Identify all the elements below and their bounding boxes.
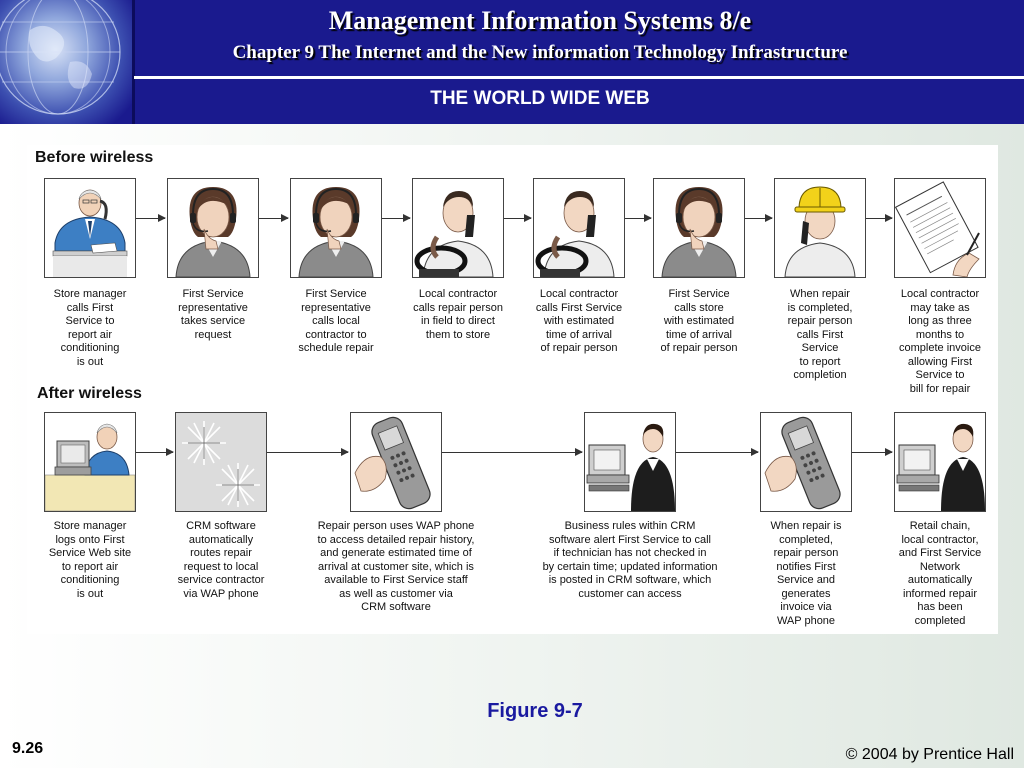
after-step-3-caption: Repair person uses WAP phone to access d… (317, 520, 475, 613)
before-flow-arrow-7 (866, 214, 893, 222)
before-step-2-caption: First Service representative takes servi… (178, 288, 248, 341)
after-step-2-box (175, 412, 267, 512)
before-step-5-caption: Local contractor calls First Service wit… (535, 288, 623, 354)
after-step-1-box (44, 412, 136, 512)
before-step-8-caption: Local contractor may take as long as thr… (899, 288, 981, 395)
after-wireless-heading: After wireless (37, 385, 142, 402)
invoice-document-icon (895, 179, 985, 277)
service-representative-headset-icon (168, 179, 258, 277)
wireless-signal-icon (176, 413, 266, 511)
before-step-7-box (774, 178, 866, 278)
before-step-3-box (290, 178, 382, 278)
header-divider (132, 0, 135, 124)
after-step-5-caption: When repair is completed, repair person … (770, 520, 842, 627)
before-step-5-box (533, 178, 625, 278)
after-step-5-box (760, 412, 852, 512)
computer-user-icon (585, 413, 675, 511)
contractor-phone-icon (413, 179, 503, 277)
before-step-6-caption: First Service calls store with estimated… (660, 288, 738, 354)
before-wireless-heading: Before wireless (35, 149, 154, 166)
repair-person-hardhat-icon (775, 179, 865, 277)
before-flow-arrow-3 (382, 214, 411, 222)
presentation-title: Management Information Systems 8/e (328, 6, 752, 35)
after-flow-arrow-1 (136, 448, 174, 456)
store-manager-phone-icon (45, 179, 135, 277)
workflow-figure: Before wireless After wireless Store man… (27, 145, 998, 634)
after-step-2-caption: CRM software automatically routes repair… (177, 520, 265, 600)
figure-label: Figure 9-7 (487, 700, 583, 722)
after-flow-arrow-3 (442, 448, 583, 456)
before-step-7-caption: When repair is completed, repair person … (787, 288, 853, 381)
before-flow-arrow-6 (745, 214, 773, 222)
after-step-6-box (894, 412, 986, 512)
before-step-1-caption: Store manager calls First Service to rep… (53, 288, 127, 368)
store-manager-computer-icon (45, 413, 135, 511)
after-step-3-box (350, 412, 442, 512)
before-step-8-box (894, 178, 986, 278)
globe-logo-icon (0, 0, 132, 124)
before-step-4-box (412, 178, 504, 278)
after-step-1-caption: Store manager logs onto First Service We… (48, 520, 132, 600)
after-flow-arrow-2 (267, 448, 349, 456)
after-step-4-caption: Business rules within CRM software alert… (542, 520, 718, 600)
before-flow-arrow-4 (504, 214, 532, 222)
wap-phone-icon (351, 413, 441, 511)
service-representative-headset-icon (291, 179, 381, 277)
before-step-2-box (167, 178, 259, 278)
service-representative-headset-icon (654, 179, 744, 277)
before-step-1-box (44, 178, 136, 278)
contractor-phone-icon (534, 179, 624, 277)
before-step-4-caption: Local contractor calls repair person in … (413, 288, 503, 341)
chapter-title: Chapter 9 The Internet and the New infor… (232, 42, 848, 63)
slide-number: 9.26 (12, 740, 44, 757)
after-flow-arrow-5 (852, 448, 893, 456)
computer-user-icon (895, 413, 985, 511)
before-flow-arrow-2 (259, 214, 289, 222)
header-rule (134, 76, 1024, 79)
after-step-4-box (584, 412, 676, 512)
before-flow-arrow-1 (136, 214, 166, 222)
wap-phone-icon (761, 413, 851, 511)
after-step-6-caption: Retail chain, local contractor, and Firs… (898, 520, 982, 627)
before-step-6-box (653, 178, 745, 278)
copyright-notice: © 2004 by Prentice Hall (845, 746, 1014, 763)
slide-header: Management Information Systems 8/e Chapt… (0, 0, 1024, 124)
before-step-3-caption: First Service representative calls local… (298, 288, 374, 354)
section-title: THE WORLD WIDE WEB (430, 88, 650, 109)
before-flow-arrow-5 (625, 214, 652, 222)
after-flow-arrow-4 (676, 448, 759, 456)
